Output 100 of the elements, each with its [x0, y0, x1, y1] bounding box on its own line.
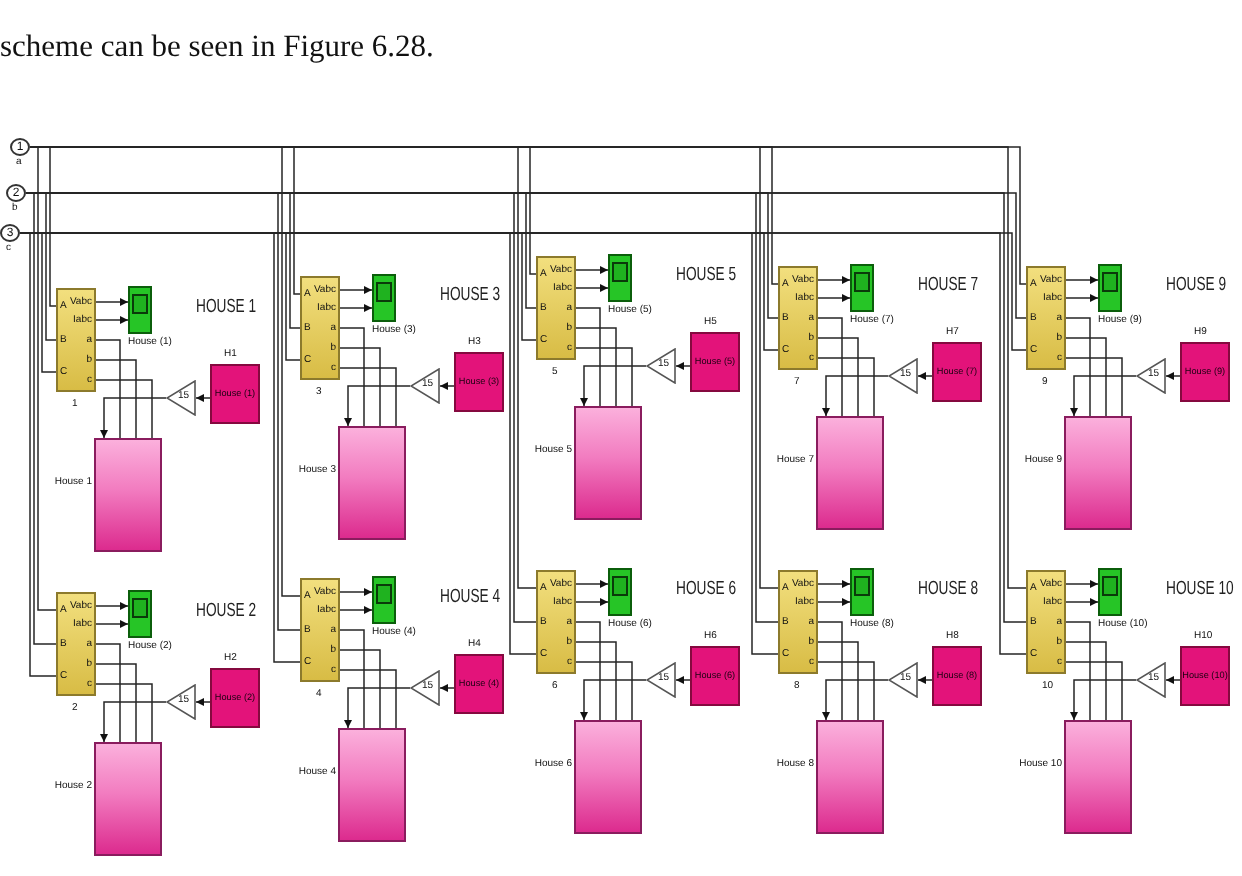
source-block [454, 352, 504, 412]
signal-arrow [339, 286, 373, 294]
gain-triangle [646, 662, 676, 698]
load-block [338, 728, 406, 842]
connection-line [575, 621, 601, 721]
gain-triangle [410, 670, 440, 706]
connection-line [95, 359, 137, 439]
signal-arrow [95, 298, 129, 306]
connection-line [817, 317, 843, 417]
house-title: HOUSE 8 [918, 580, 979, 599]
measurement-block [56, 592, 96, 696]
signal-arrow [917, 676, 933, 684]
connection-line [1065, 621, 1091, 721]
signal-arrow [95, 602, 129, 610]
connection-line [1065, 337, 1107, 417]
load-block [1064, 720, 1132, 834]
connection-line [95, 683, 153, 743]
connection-line [1065, 317, 1091, 417]
signal-arrow [1165, 372, 1181, 380]
gain-triangle [1136, 358, 1166, 394]
signal-arrow [1165, 676, 1181, 684]
source-block [932, 342, 982, 402]
gain-triangle [166, 380, 196, 416]
signal-arrow [100, 701, 167, 743]
connection-line [817, 661, 875, 721]
signal-arrow [339, 606, 373, 614]
signal-arrow [439, 382, 455, 390]
signal-arrow [95, 316, 129, 324]
house-title: HOUSE 4 [440, 588, 501, 607]
signal-arrow [575, 580, 609, 588]
signal-arrow [195, 394, 211, 402]
signal-arrow [817, 294, 851, 302]
house-title: HOUSE 10 [1166, 580, 1234, 599]
connection-line [575, 347, 633, 407]
signal-arrow [675, 676, 691, 684]
connection-line [1065, 661, 1123, 721]
scope-block [608, 254, 632, 302]
measurement-block [778, 570, 818, 674]
house-title: HOUSE 9 [1166, 276, 1227, 295]
connection-line [339, 669, 397, 729]
connection-line [339, 367, 397, 427]
load-block [816, 416, 884, 530]
connection-line [817, 641, 859, 721]
signal-arrow [1070, 679, 1137, 721]
signal-arrow [817, 598, 851, 606]
source-block [1180, 342, 1230, 402]
connection-line [817, 621, 843, 721]
scope-block [372, 274, 396, 322]
signal-arrow [580, 679, 647, 721]
gain-triangle [1136, 662, 1166, 698]
source-block [210, 364, 260, 424]
signal-arrow [575, 284, 609, 292]
source-block [690, 332, 740, 392]
house-title: HOUSE 2 [196, 602, 257, 621]
signal-arrow [822, 375, 889, 417]
gain-triangle [646, 348, 676, 384]
measurement-block [1026, 570, 1066, 674]
measurement-block [1026, 266, 1066, 370]
scope-block [1098, 568, 1122, 616]
house-title: HOUSE 5 [676, 266, 737, 285]
connection-line [339, 327, 365, 427]
connection-line [575, 661, 633, 721]
signal-arrow [817, 580, 851, 588]
house-title: HOUSE 7 [918, 276, 979, 295]
source-block [1180, 646, 1230, 706]
measurement-block [300, 276, 340, 380]
measurement-block [536, 256, 576, 360]
signal-arrow [344, 687, 411, 729]
inport-oval [0, 224, 20, 242]
signal-arrow [575, 598, 609, 606]
load-block [1064, 416, 1132, 530]
signal-arrow [339, 304, 373, 312]
measurement-block [300, 578, 340, 682]
body-text: scheme can be seen in Figure 6.28. [0, 30, 434, 66]
signal-arrow [675, 362, 691, 370]
connection-line [817, 357, 875, 417]
measurement-block [778, 266, 818, 370]
signal-arrow [95, 620, 129, 628]
signal-arrow [439, 684, 455, 692]
load-block [94, 742, 162, 856]
source-block [932, 646, 982, 706]
house-title: HOUSE 6 [676, 580, 737, 599]
scope-block [850, 568, 874, 616]
scope-block [128, 590, 152, 638]
connection-line [1065, 357, 1123, 417]
house-title: HOUSE 3 [440, 286, 501, 305]
scope-block [372, 576, 396, 624]
connection-line [575, 307, 601, 407]
signal-arrow [580, 365, 647, 407]
load-block [574, 406, 642, 520]
scope-block [850, 264, 874, 312]
signal-arrow [817, 276, 851, 284]
signal-arrow [100, 397, 167, 439]
signal-arrow [1065, 598, 1099, 606]
measurement-block [536, 570, 576, 674]
signal-arrow [1065, 276, 1099, 284]
inport-oval [6, 184, 26, 202]
load-block [816, 720, 884, 834]
connection-line [817, 337, 859, 417]
signal-arrow [1065, 294, 1099, 302]
